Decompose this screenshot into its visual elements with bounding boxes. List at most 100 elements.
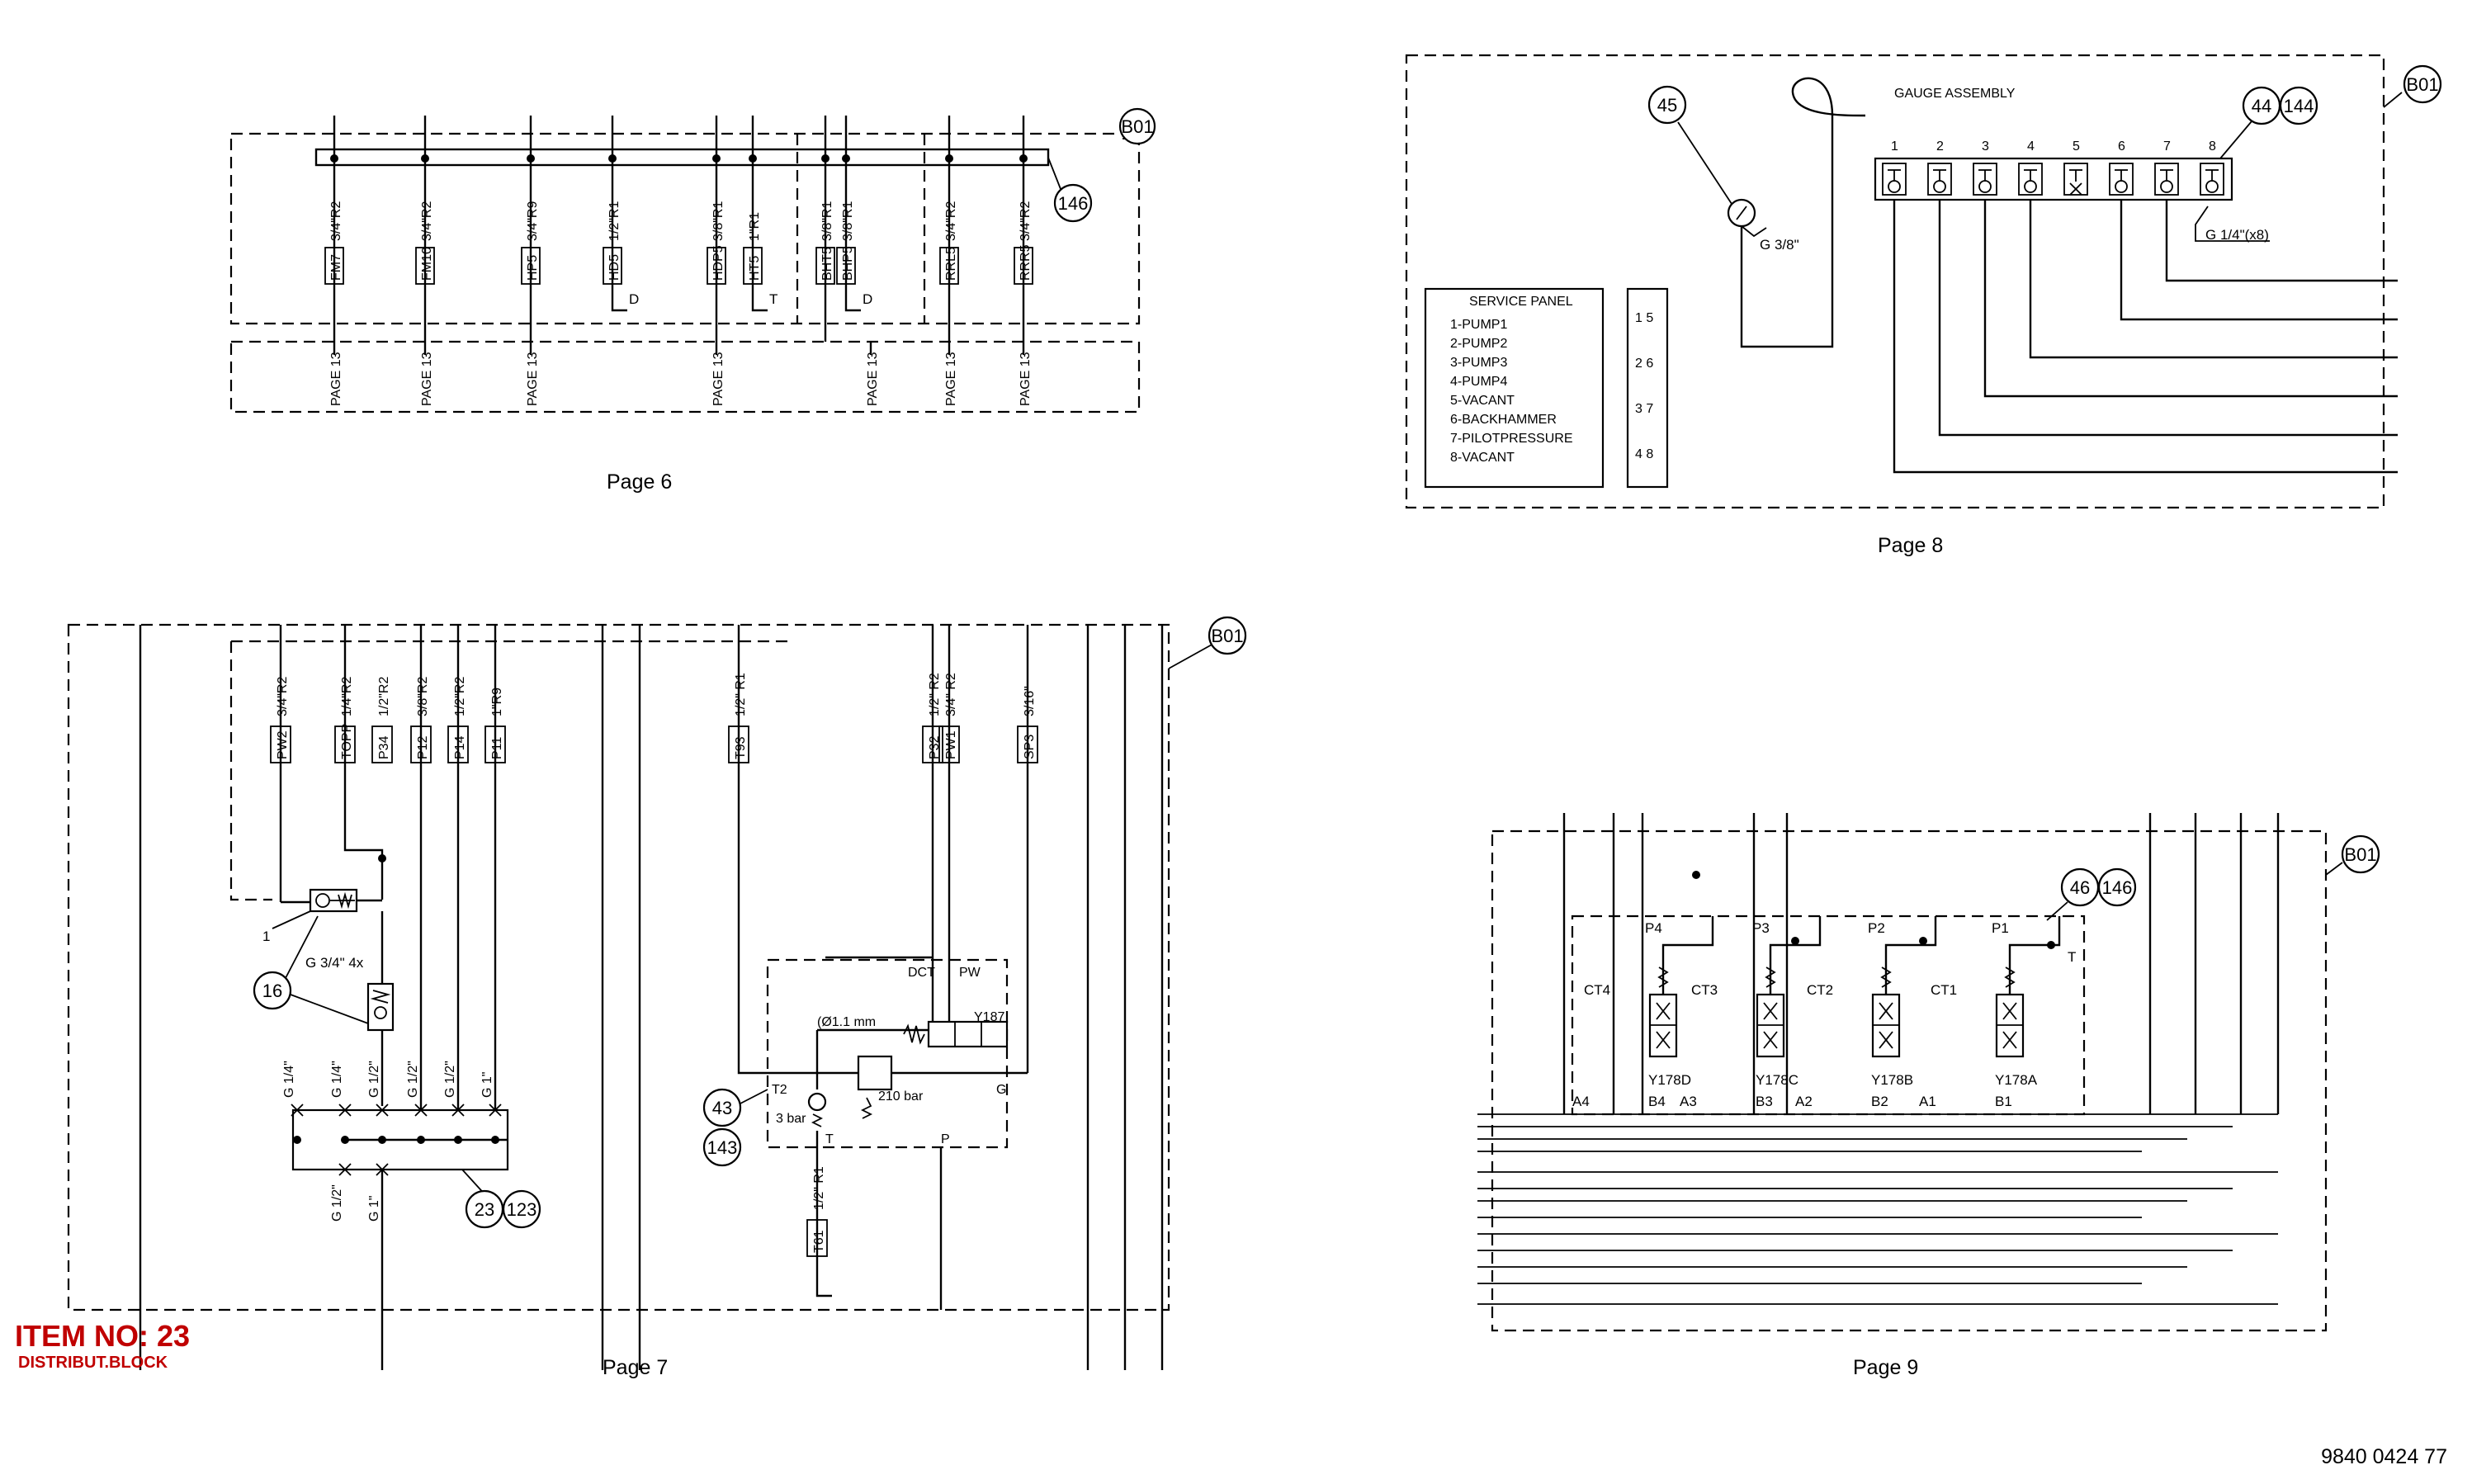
page8-caption: Page 8 [1878,534,1943,557]
page7-port-2: P34 [377,735,391,759]
service-panel-title: SERVICE PANEL [1469,295,1573,309]
page9-p-port-1: P3 [1752,920,1770,936]
page7-size-0: 3/4"R2 [276,677,290,716]
gauge-port-1 [1882,163,1907,196]
page6-port-8: RRL5 [944,247,958,281]
page7-mark-dct: DCT [908,966,935,980]
page6-size-9: 3/4"R2 [1019,201,1033,241]
svg-text:46: 46 [2070,877,2090,898]
service-panel-item-5: 5-VACANT [1450,394,1515,408]
page9-ct-3: CT1 [1931,982,1957,998]
page9-ct-2: CT2 [1807,982,1833,998]
page6-port-7: BHP5 [841,246,855,281]
page7-port-4: P14 [453,735,467,759]
page7-size-7: 1/2" R2 [928,673,942,716]
service-panel-item-1: 1-PUMP1 [1450,318,1507,332]
page6-ref-3: PAGE 13 [711,352,726,406]
page9-b-port-3: B1 [1995,1094,2012,1109]
page9-caption: Page 9 [1853,1356,1918,1379]
page7-mark-1: 1 [262,929,270,944]
page6-port-9: RRR5 [1019,244,1033,281]
service-panel-item-6: 6-BACKHAMMER [1450,413,1557,427]
page6-ref-outline [229,340,1141,414]
page6-drain-t: T [769,291,778,307]
gauge-number-6: 6 [2118,139,2125,154]
page9-valve-id-3: Y178A [1995,1072,2038,1088]
svg-text:144: 144 [2284,96,2314,116]
page9-valve-id-1: Y178C [1756,1072,1798,1088]
svg-text:23: 23 [475,1199,494,1220]
page8-gauge-title: GAUGE ASSEMBLY [1894,87,2016,101]
page7-badge-143 [702,1127,742,1167]
gauge-number-3: 3 [1982,139,1989,154]
solenoid-valve-y187 [927,1020,1009,1048]
page7-caption: Page 7 [603,1356,668,1379]
page7-size-2: 1/2"R2 [377,677,391,716]
block-top-thread-2: G 1/2" [367,1061,381,1098]
page6-port-4: HDP5 [711,245,726,281]
page6-ref-0: PAGE 13 [329,352,343,406]
page6-port-1: FM10 [420,247,434,281]
page8-badge-45 [1647,85,1687,125]
page9-ct-1: CT3 [1691,982,1718,998]
page9-p-port-3: P1 [1992,920,2009,936]
page7-badge-16 [253,971,292,1010]
service-panel-grid-3: 3 7 [1635,402,1653,416]
page7-badge-123 [502,1189,541,1229]
page6-caption: Page 6 [607,470,672,494]
page9-valve-id-0: Y178D [1648,1072,1691,1088]
pilot-valve-block [766,958,1009,1149]
service-panel-grid-1: 1 5 [1635,311,1653,325]
gauge-port-8 [2200,163,2224,196]
svg-text:143: 143 [707,1137,738,1158]
service-panel-grid-4: 4 8 [1635,447,1653,461]
gauge-port-7 [2154,163,2179,196]
gauge-port-2 [1927,163,1952,196]
page7-port-t61: T61 [812,1230,826,1253]
page9-b-port-1: B3 [1756,1094,1773,1109]
page7-mark-pw: PW [959,966,981,980]
page9-outline [1491,829,2328,1332]
gauge-port-3 [1973,163,1997,196]
page9-p-port-0: P4 [1645,920,1662,936]
page6-port-6: BHT5 [820,247,834,281]
block-top-thread-4: G 1/2" [443,1061,457,1098]
page9-badge-b01 [2341,834,2380,874]
page6-ref-6: PAGE 13 [1019,352,1033,406]
svg-text:B01: B01 [2406,74,2438,95]
page6-badge-b01 [1118,107,1156,145]
hose-loop-icon [1791,77,1866,117]
svg-text:B01: B01 [1211,626,1243,646]
page8-connector-thread: G 1/4"(x8) [2205,227,2269,243]
svg-text:45: 45 [1657,95,1677,116]
block-bottom-thread-1: G 1" [367,1196,381,1222]
svg-text:B01: B01 [2344,844,2376,865]
page6-size-0: 3/4"R2 [329,201,343,241]
page9-a-port-0: A4 [1572,1094,1590,1109]
page6-ref-2: PAGE 13 [526,352,540,406]
page7-mark-210bar: 210 bar [878,1089,924,1104]
page6-outline [229,132,1141,325]
service-panel-item-2: 2-PUMP2 [1450,337,1507,351]
page6-drains: D T D [611,158,872,312]
gauge-port-4 [2018,163,2043,196]
page7-mark-3bar: 3 bar [776,1112,806,1126]
svg-text:B01: B01 [1121,116,1153,137]
page7-port-9: SP3 [1023,735,1037,759]
service-panel-item-8: 8-VACANT [1450,451,1515,465]
page6-drain-d2: D [863,291,872,307]
page6-diagram: FM73/4"R2FM103/4"R2HP53/4"R9HD51/2"R1HDP… [229,107,1156,494]
page6-size-8: 3/4"R2 [944,201,958,241]
page6-size-2: 3/4"R9 [526,201,540,241]
page9-valve-id-2: Y178B [1871,1072,1913,1088]
page9-b-port-0: B4 [1648,1094,1666,1109]
page8-gauge-thread: G 3/8" [1760,237,1799,253]
page9-tank: T [2068,949,2076,965]
page6-size-6: 3/8"R1 [820,201,834,241]
page6-ref-4: PAGE 13 [866,352,880,406]
block-bottom-thread-0: G 1/2" [330,1184,344,1222]
page9-a-port-2: A2 [1795,1094,1813,1109]
page6-size-1: 3/4"R2 [420,201,434,241]
page9-a-port-1: A3 [1680,1094,1697,1109]
